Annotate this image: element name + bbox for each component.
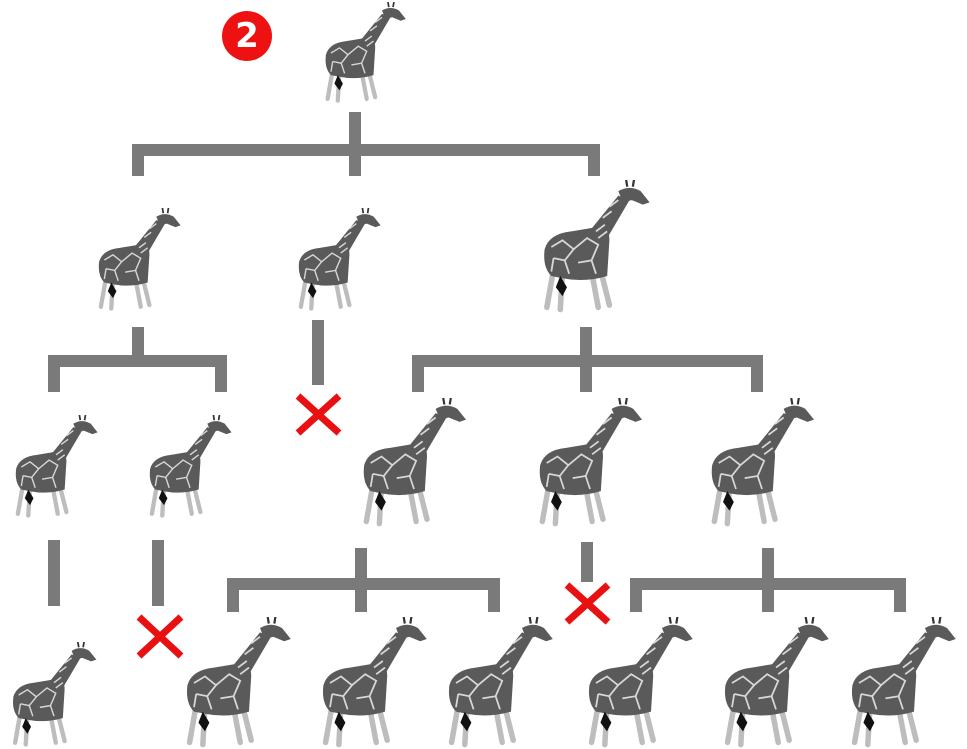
connector-bracket — [630, 578, 906, 612]
connector-bracket — [48, 355, 227, 392]
cross-mark-g3b — [136, 614, 184, 659]
cross-mark-g3d — [564, 582, 611, 625]
giraffe-g3b — [150, 415, 232, 516]
giraffe-g4c — [323, 617, 427, 745]
step-number-badge: 2 — [222, 11, 272, 61]
giraffe-g4a — [13, 642, 96, 744]
giraffe-g4d — [449, 617, 553, 745]
giraffe-g4f — [725, 617, 829, 745]
extinct-markers — [136, 393, 611, 659]
giraffe-root — [326, 2, 406, 101]
giraffe-g2a — [99, 208, 181, 309]
giraffe-g2c — [544, 180, 649, 310]
giraffe-g4g — [852, 617, 956, 745]
giraffe-g2b — [299, 208, 381, 309]
connector-bracket — [132, 144, 600, 176]
giraffe-g3d — [540, 398, 642, 524]
giraffe-g4e — [589, 617, 693, 745]
connector-bracket — [227, 578, 500, 612]
giraffe-g4b — [187, 617, 291, 745]
connector-bracket — [412, 355, 763, 392]
tree-connectors — [48, 112, 906, 612]
cross-mark-g2b — [295, 393, 342, 436]
giraffe-g3a — [16, 415, 98, 516]
giraffe-g3c — [364, 398, 466, 524]
giraffe-g3e — [712, 398, 814, 524]
